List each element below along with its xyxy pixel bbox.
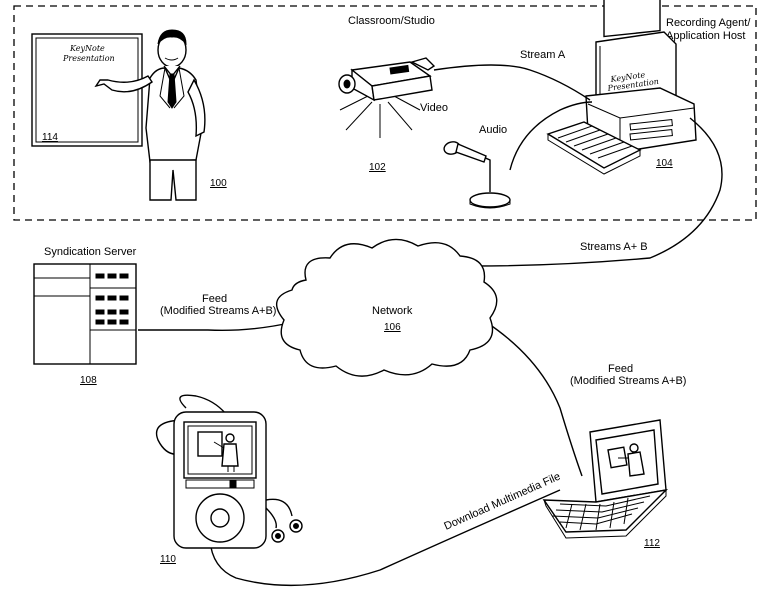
board-text-line2: Presentation <box>62 54 115 63</box>
video-camera: Video 102 <box>338 57 448 173</box>
laptop-screen-presenter <box>607 443 645 477</box>
media-player: 110 <box>155 394 303 565</box>
feed-right-label: Feed <box>608 363 633 375</box>
network-ref: 106 <box>384 322 401 333</box>
laptop-ref: 112 <box>644 538 660 549</box>
host-computer: KeyNote Presentation 114 104 <box>546 0 697 175</box>
microphone: Audio <box>443 124 511 209</box>
presenter-ref: 100 <box>210 178 227 189</box>
feed-left-label: Feed <box>202 293 227 305</box>
feed-right-sublabel: (Modified Streams A+B) <box>570 375 686 387</box>
board-text-line1: KeyNote <box>69 44 105 53</box>
screen-presenter-mini <box>213 433 239 472</box>
network-label: Network <box>372 305 413 317</box>
syndication-server-label: Syndication Server <box>44 246 137 258</box>
presenter-figure: 100 <box>94 29 227 201</box>
host-ref: 104 <box>656 158 673 169</box>
audio-line <box>509 101 593 171</box>
player-ref: 110 <box>160 554 176 565</box>
board-ref: 114 <box>42 132 58 143</box>
audio-label: Audio <box>479 124 507 136</box>
stream-a-label: Stream A <box>520 49 566 61</box>
camera-ref: 102 <box>369 162 386 173</box>
connection-lines <box>138 64 723 587</box>
laptop-computer: 112 <box>542 419 669 549</box>
application-host-label: Application Host <box>666 30 746 42</box>
streams-ab-label: Streams A+ B <box>580 241 648 253</box>
stream-a-line <box>433 64 591 101</box>
feed-right-line <box>485 321 583 477</box>
server-ref: 108 <box>80 375 97 386</box>
video-label: Video <box>420 102 448 114</box>
server-indicator-lights <box>95 273 129 325</box>
classroom-studio-label: Classroom/Studio <box>348 15 435 27</box>
feed-left-line <box>138 321 295 332</box>
syndication-server: Syndication Server 108 <box>33 246 137 386</box>
classroom-boundary <box>13 5 757 221</box>
recording-agent-label: Recording Agent/ <box>666 17 751 29</box>
network-cloud: Network 106 <box>275 238 498 377</box>
streams-ab-line <box>473 117 723 267</box>
feed-left-sublabel: (Modified Streams A+B) <box>160 305 276 317</box>
download-line <box>209 489 561 587</box>
